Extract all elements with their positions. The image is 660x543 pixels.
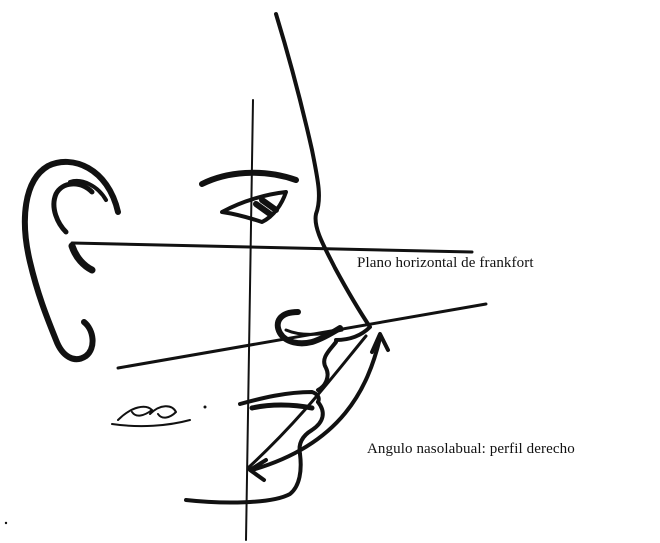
nasolabial-angle-label: Angulo nasolabual: perfil derecho	[367, 441, 575, 458]
mouth-line	[240, 392, 319, 404]
ear-outer	[25, 162, 118, 359]
corner-dot-mark	[5, 522, 7, 524]
nasal-tangent-line	[118, 304, 486, 368]
eyebrow	[202, 173, 296, 184]
vertical-reference-line	[246, 100, 253, 540]
ear-tragus	[72, 246, 92, 270]
chin	[186, 454, 301, 502]
mouth-shade	[252, 405, 312, 408]
frankfort-plane-label: Plano horizontal de frankfort	[357, 255, 534, 272]
signature-scribble	[112, 406, 190, 426]
ear-inner	[54, 184, 92, 232]
dot-mark	[204, 406, 207, 409]
frankfort-plane-line	[72, 243, 472, 252]
